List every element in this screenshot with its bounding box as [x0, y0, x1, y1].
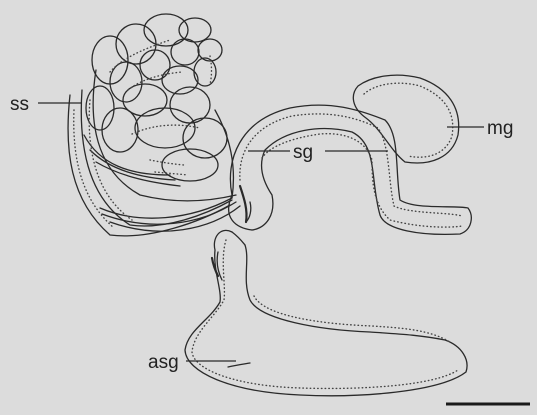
mg-label: mg [487, 118, 513, 139]
sg-label: sg [293, 142, 313, 163]
asg-label: asg [148, 352, 179, 373]
ss-label: ss [10, 94, 29, 115]
